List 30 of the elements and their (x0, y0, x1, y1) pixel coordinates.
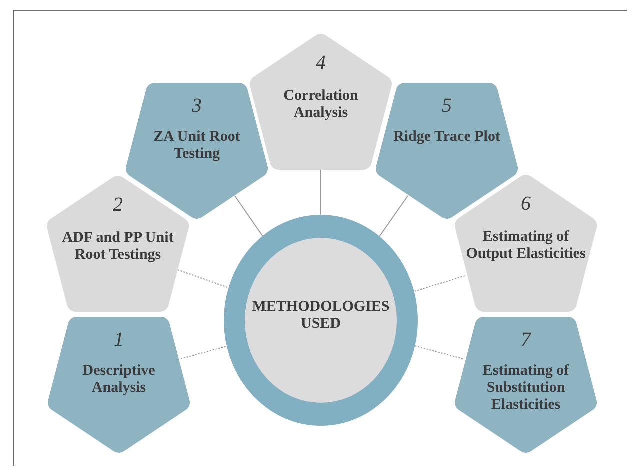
center-ring (224, 215, 418, 426)
pentagon-shape (376, 83, 518, 219)
connector-line (414, 276, 466, 292)
step-number: 7 (521, 329, 531, 351)
step-number: 2 (113, 194, 123, 216)
method-label: Descriptive Analysis (82, 363, 156, 397)
step-number: 6 (521, 193, 531, 215)
pentagon-shape (48, 317, 190, 453)
step-number: 1 (114, 329, 124, 351)
pentagon-shape (250, 34, 392, 170)
pentagon-shape (455, 175, 597, 312)
connector-line (379, 196, 408, 237)
connector-line (178, 270, 230, 288)
connector-line (234, 196, 264, 237)
method-label: Ridge Trace Plot (394, 129, 500, 146)
connector-line (180, 346, 228, 360)
method-label: Estimating of Output Elasticities (466, 229, 586, 263)
center-title: METHODOLOGIES USED (251, 298, 391, 332)
step-number: 4 (316, 52, 326, 74)
step-number: 5 (442, 95, 452, 117)
method-label: ADF and PP Unit Root Testings (61, 230, 175, 264)
pentagon-shape (47, 176, 189, 312)
method-label: Correlation Analysis (282, 88, 360, 122)
connector-line (320, 170, 322, 216)
pentagon-shape (126, 83, 268, 219)
pentagon-shape (455, 317, 597, 453)
step-number: 3 (192, 95, 202, 117)
method-label: Estimating of Substitution Elasticities (482, 363, 570, 414)
connector-line (414, 346, 464, 360)
method-label: ZA Unit Root Testing (152, 129, 242, 163)
